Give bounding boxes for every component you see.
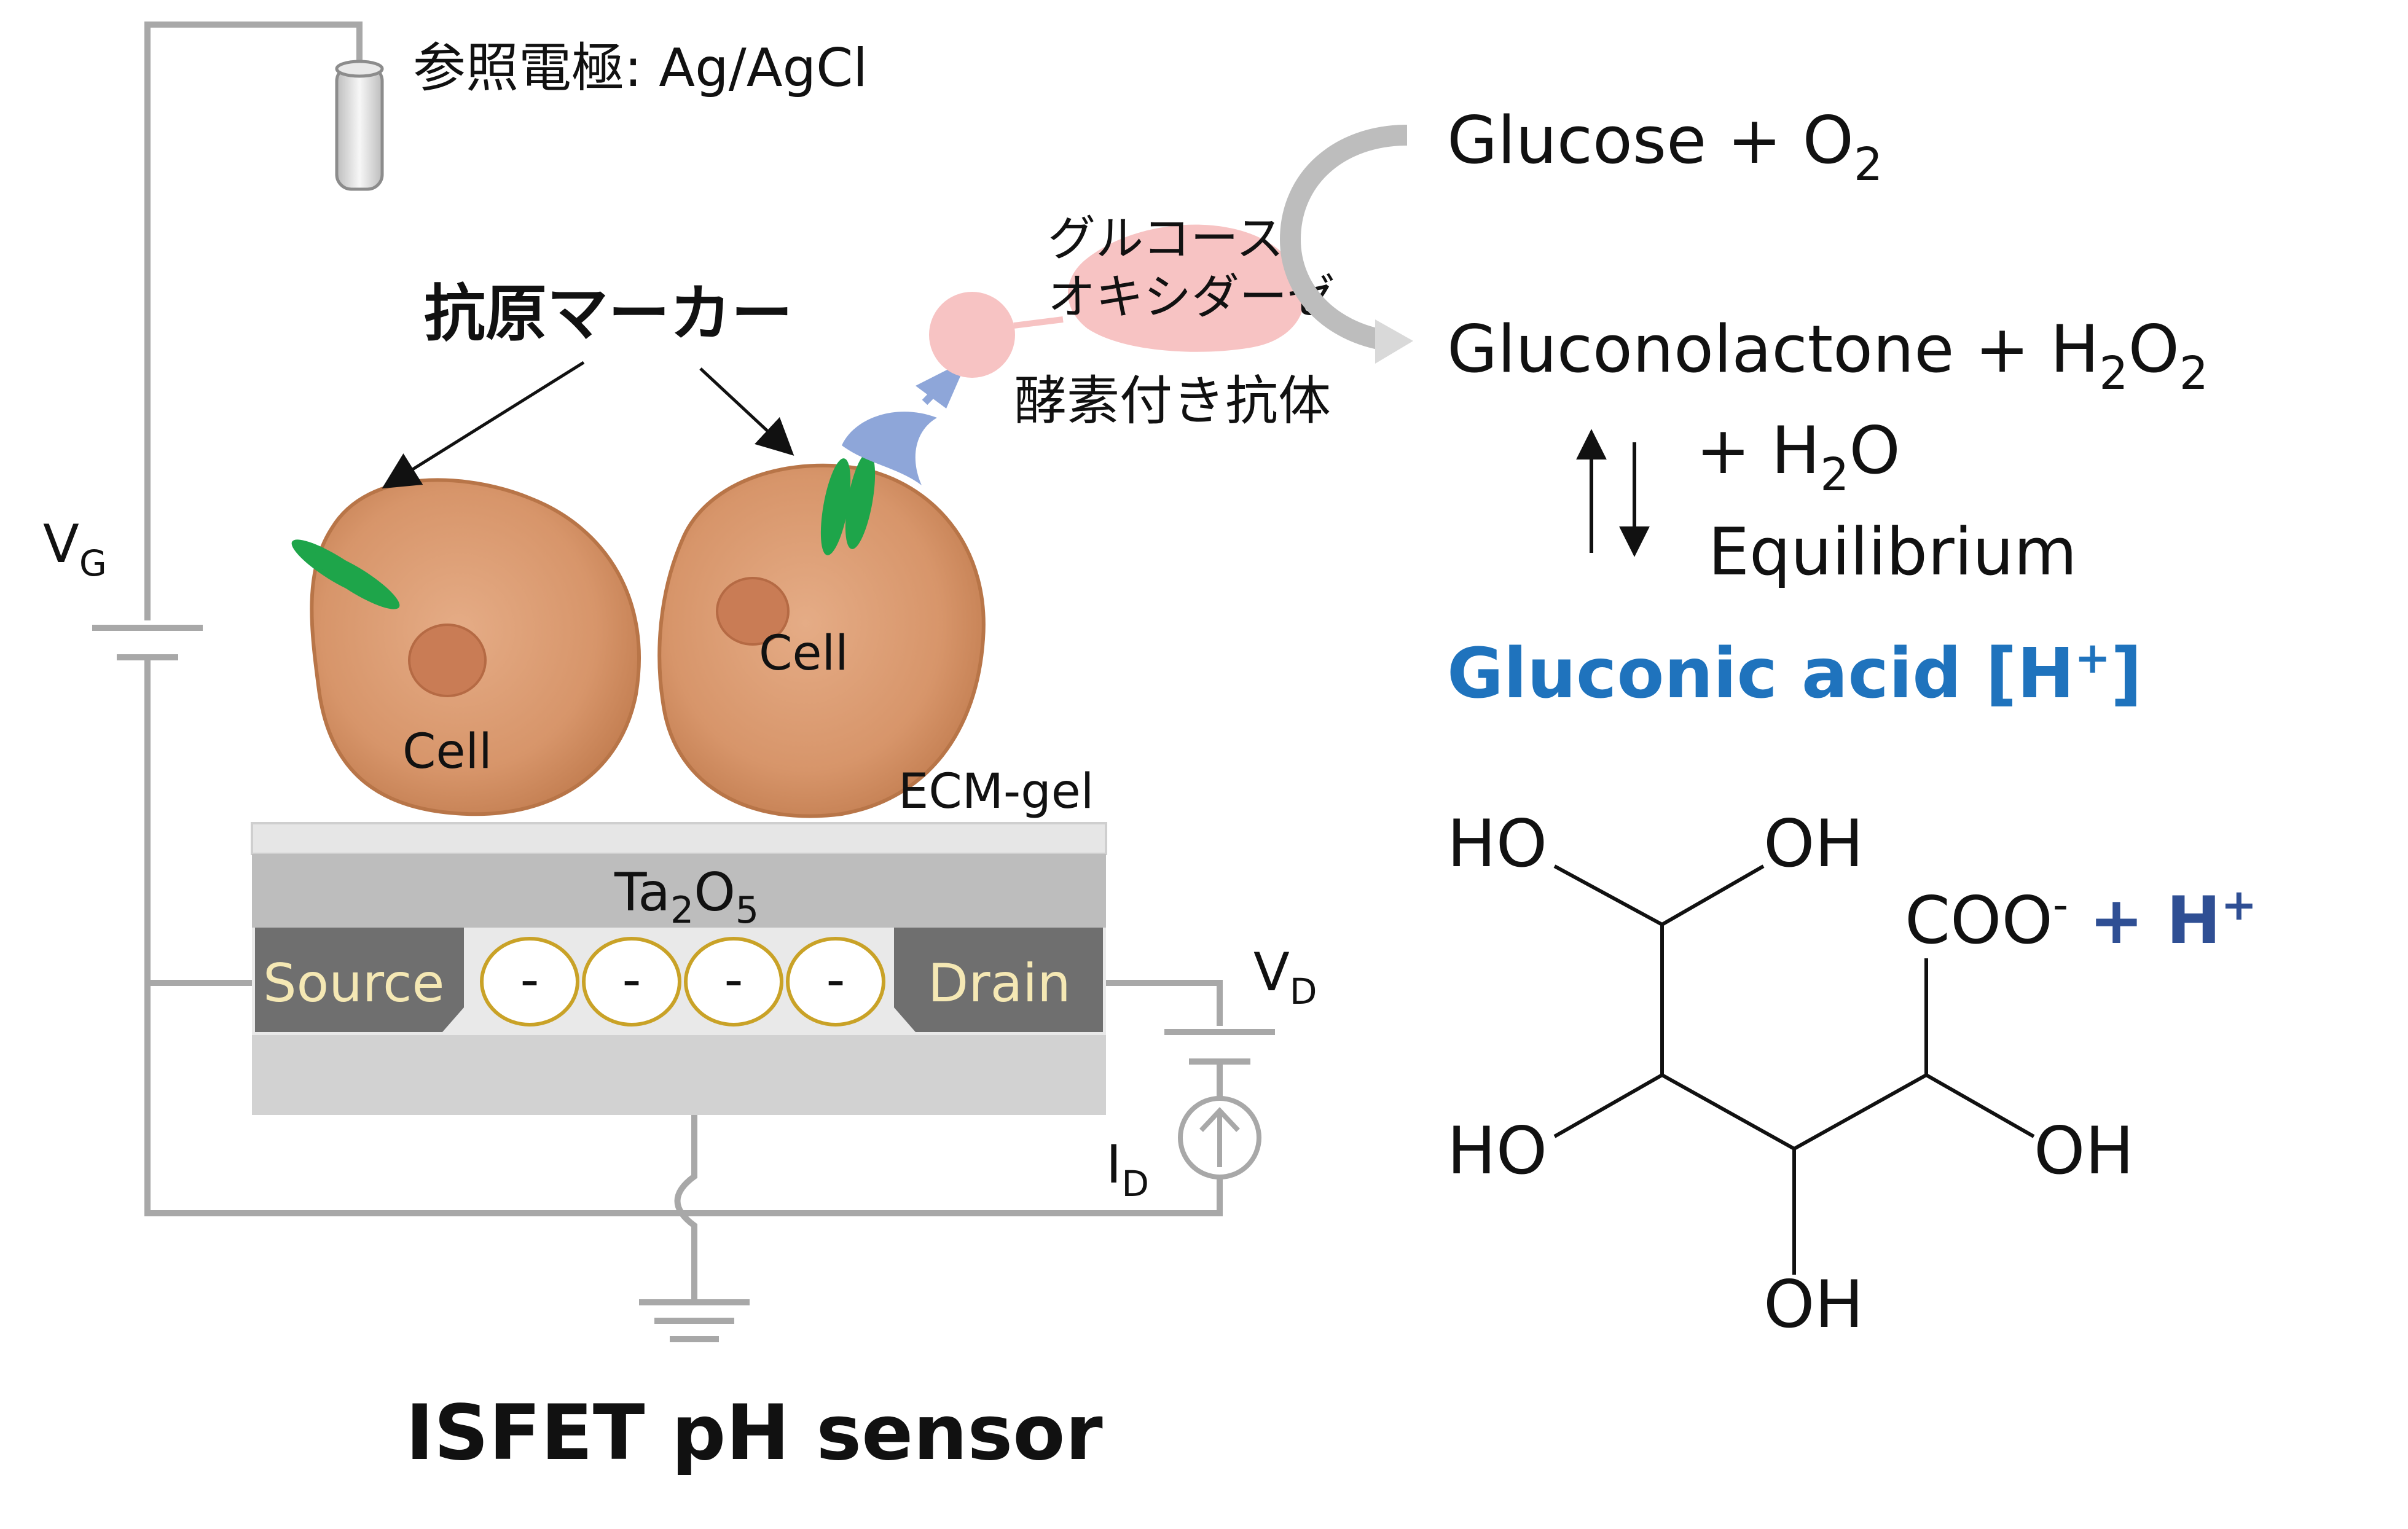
vg-sub: G <box>79 542 107 584</box>
vg-label: VG <box>43 514 107 584</box>
product-sub-1: 2 <box>2099 347 2128 400</box>
cell-right-nucleus <box>716 577 790 646</box>
ho-bottom-left: HO <box>1447 1113 1547 1189</box>
isfet-device <box>251 822 1107 1115</box>
id-label: ID <box>1106 1134 1149 1205</box>
charge-3-sign: - <box>724 949 743 1011</box>
product-main-2: O <box>2128 311 2179 387</box>
vd-sub: D <box>1290 971 1317 1012</box>
carboxylate-sup: - <box>2053 880 2068 930</box>
cell-right <box>657 463 986 818</box>
reference-electrode-label: 参照電極: Ag/AgCl <box>413 37 868 99</box>
oh-bottom-right: OH <box>2034 1113 2134 1189</box>
released-proton: + H+ <box>2089 880 2257 958</box>
proton-main: + H <box>2089 883 2221 958</box>
oxide-label: Ta2O5 <box>614 862 759 932</box>
carboxylate-main: COO <box>1905 883 2053 958</box>
enzyme-antibody-label: 酵素付き抗体 <box>1014 370 1331 432</box>
product-text: Gluconolactone + H2O2 <box>1447 311 2208 400</box>
oxide-sub-2: 2 <box>670 889 694 932</box>
water-sub: 2 <box>1820 448 1849 501</box>
source-label: Source <box>263 953 444 1014</box>
charge-1-sign: - <box>520 949 539 1011</box>
charge-2: - <box>582 937 681 1027</box>
sensor-title: ISFET pH sensor <box>406 1389 1103 1477</box>
cell-right-label: Cell <box>759 626 849 681</box>
water-main-1: + H <box>1696 413 1820 488</box>
gluconic-acid-structure <box>1553 864 2035 1275</box>
antigen-marker-right-icon <box>820 452 876 555</box>
antigen-marker-left-icon <box>291 539 400 609</box>
enzyme-name-line1: グルコース <box>1048 211 1284 267</box>
id-main: I <box>1106 1134 1121 1195</box>
oh-top-right: OH <box>1763 806 1864 882</box>
arrow-to-left-marker <box>382 361 585 489</box>
ground-icon <box>639 1299 750 1342</box>
oh-bottom: OH <box>1763 1267 1864 1342</box>
vg-main: V <box>43 514 79 575</box>
water-text: + H2O <box>1696 413 1900 501</box>
equilibrium-arrows-icon <box>1576 429 1650 557</box>
reaction-arrow-icon <box>1279 125 1413 364</box>
enzyme-name-line2: オキシダーゼ <box>1048 270 1335 325</box>
reactant-text: Glucose + O2 <box>1447 103 1883 191</box>
oxide-o: O <box>694 862 735 923</box>
cell-left-nucleus <box>408 624 487 697</box>
ecm-gel-label: ECM-gel <box>898 764 1094 819</box>
charge-4-sign: - <box>826 949 845 1011</box>
proton-sup: + <box>2221 880 2257 930</box>
enzyme-icon <box>929 224 1305 378</box>
drain-label: Drain <box>928 953 1071 1014</box>
current-source-symbol <box>1178 1096 1261 1179</box>
reactant-sub: 2 <box>1854 138 1883 191</box>
charge-4: - <box>786 937 885 1027</box>
oxide-sub-5: 5 <box>735 889 759 932</box>
substrate-layer <box>252 1035 1106 1115</box>
charge-3: - <box>684 937 783 1027</box>
cell-left-label: Cell <box>402 724 492 780</box>
product-sub-2: 2 <box>2179 347 2208 400</box>
drain-electrode <box>894 928 1103 1032</box>
circuit-wires <box>144 22 1223 1299</box>
oxide-layer <box>252 854 1106 928</box>
gluconic-acid-label: Gluconic acid [H+] <box>1447 633 2142 714</box>
ho-top-left: HO <box>1447 806 1547 882</box>
arrow-to-right-marker <box>699 367 794 456</box>
acid-main: Gluconic acid [H <box>1447 634 2074 714</box>
carboxylate-group: COO- <box>1905 880 2068 958</box>
source-electrode <box>255 928 464 1032</box>
id-sub: D <box>1121 1163 1149 1205</box>
ecm-gel-layer <box>251 822 1107 855</box>
vd-label: VD <box>1253 942 1317 1012</box>
charge-2-sign: - <box>622 949 641 1011</box>
antigen-marker-label: 抗原マーカー <box>424 278 793 350</box>
vd-battery-symbol <box>1164 1029 1275 1065</box>
oxide-ta: Ta <box>614 862 670 923</box>
vg-battery-symbol <box>92 625 203 660</box>
charge-1: - <box>480 937 579 1027</box>
reactant-main: Glucose + O <box>1447 103 1854 178</box>
acid-sup: + <box>2074 633 2111 683</box>
reference-electrode-icon <box>335 60 384 191</box>
product-main-1: Gluconolactone + H <box>1447 311 2099 387</box>
cell-left <box>310 478 641 816</box>
acid-close: ] <box>2111 634 2142 714</box>
channel-charges: - - - - <box>480 937 885 1027</box>
water-main-2: O <box>1849 413 1900 488</box>
vd-main: V <box>1253 942 1290 1003</box>
equilibrium-text: Equilibrium <box>1708 514 2077 590</box>
